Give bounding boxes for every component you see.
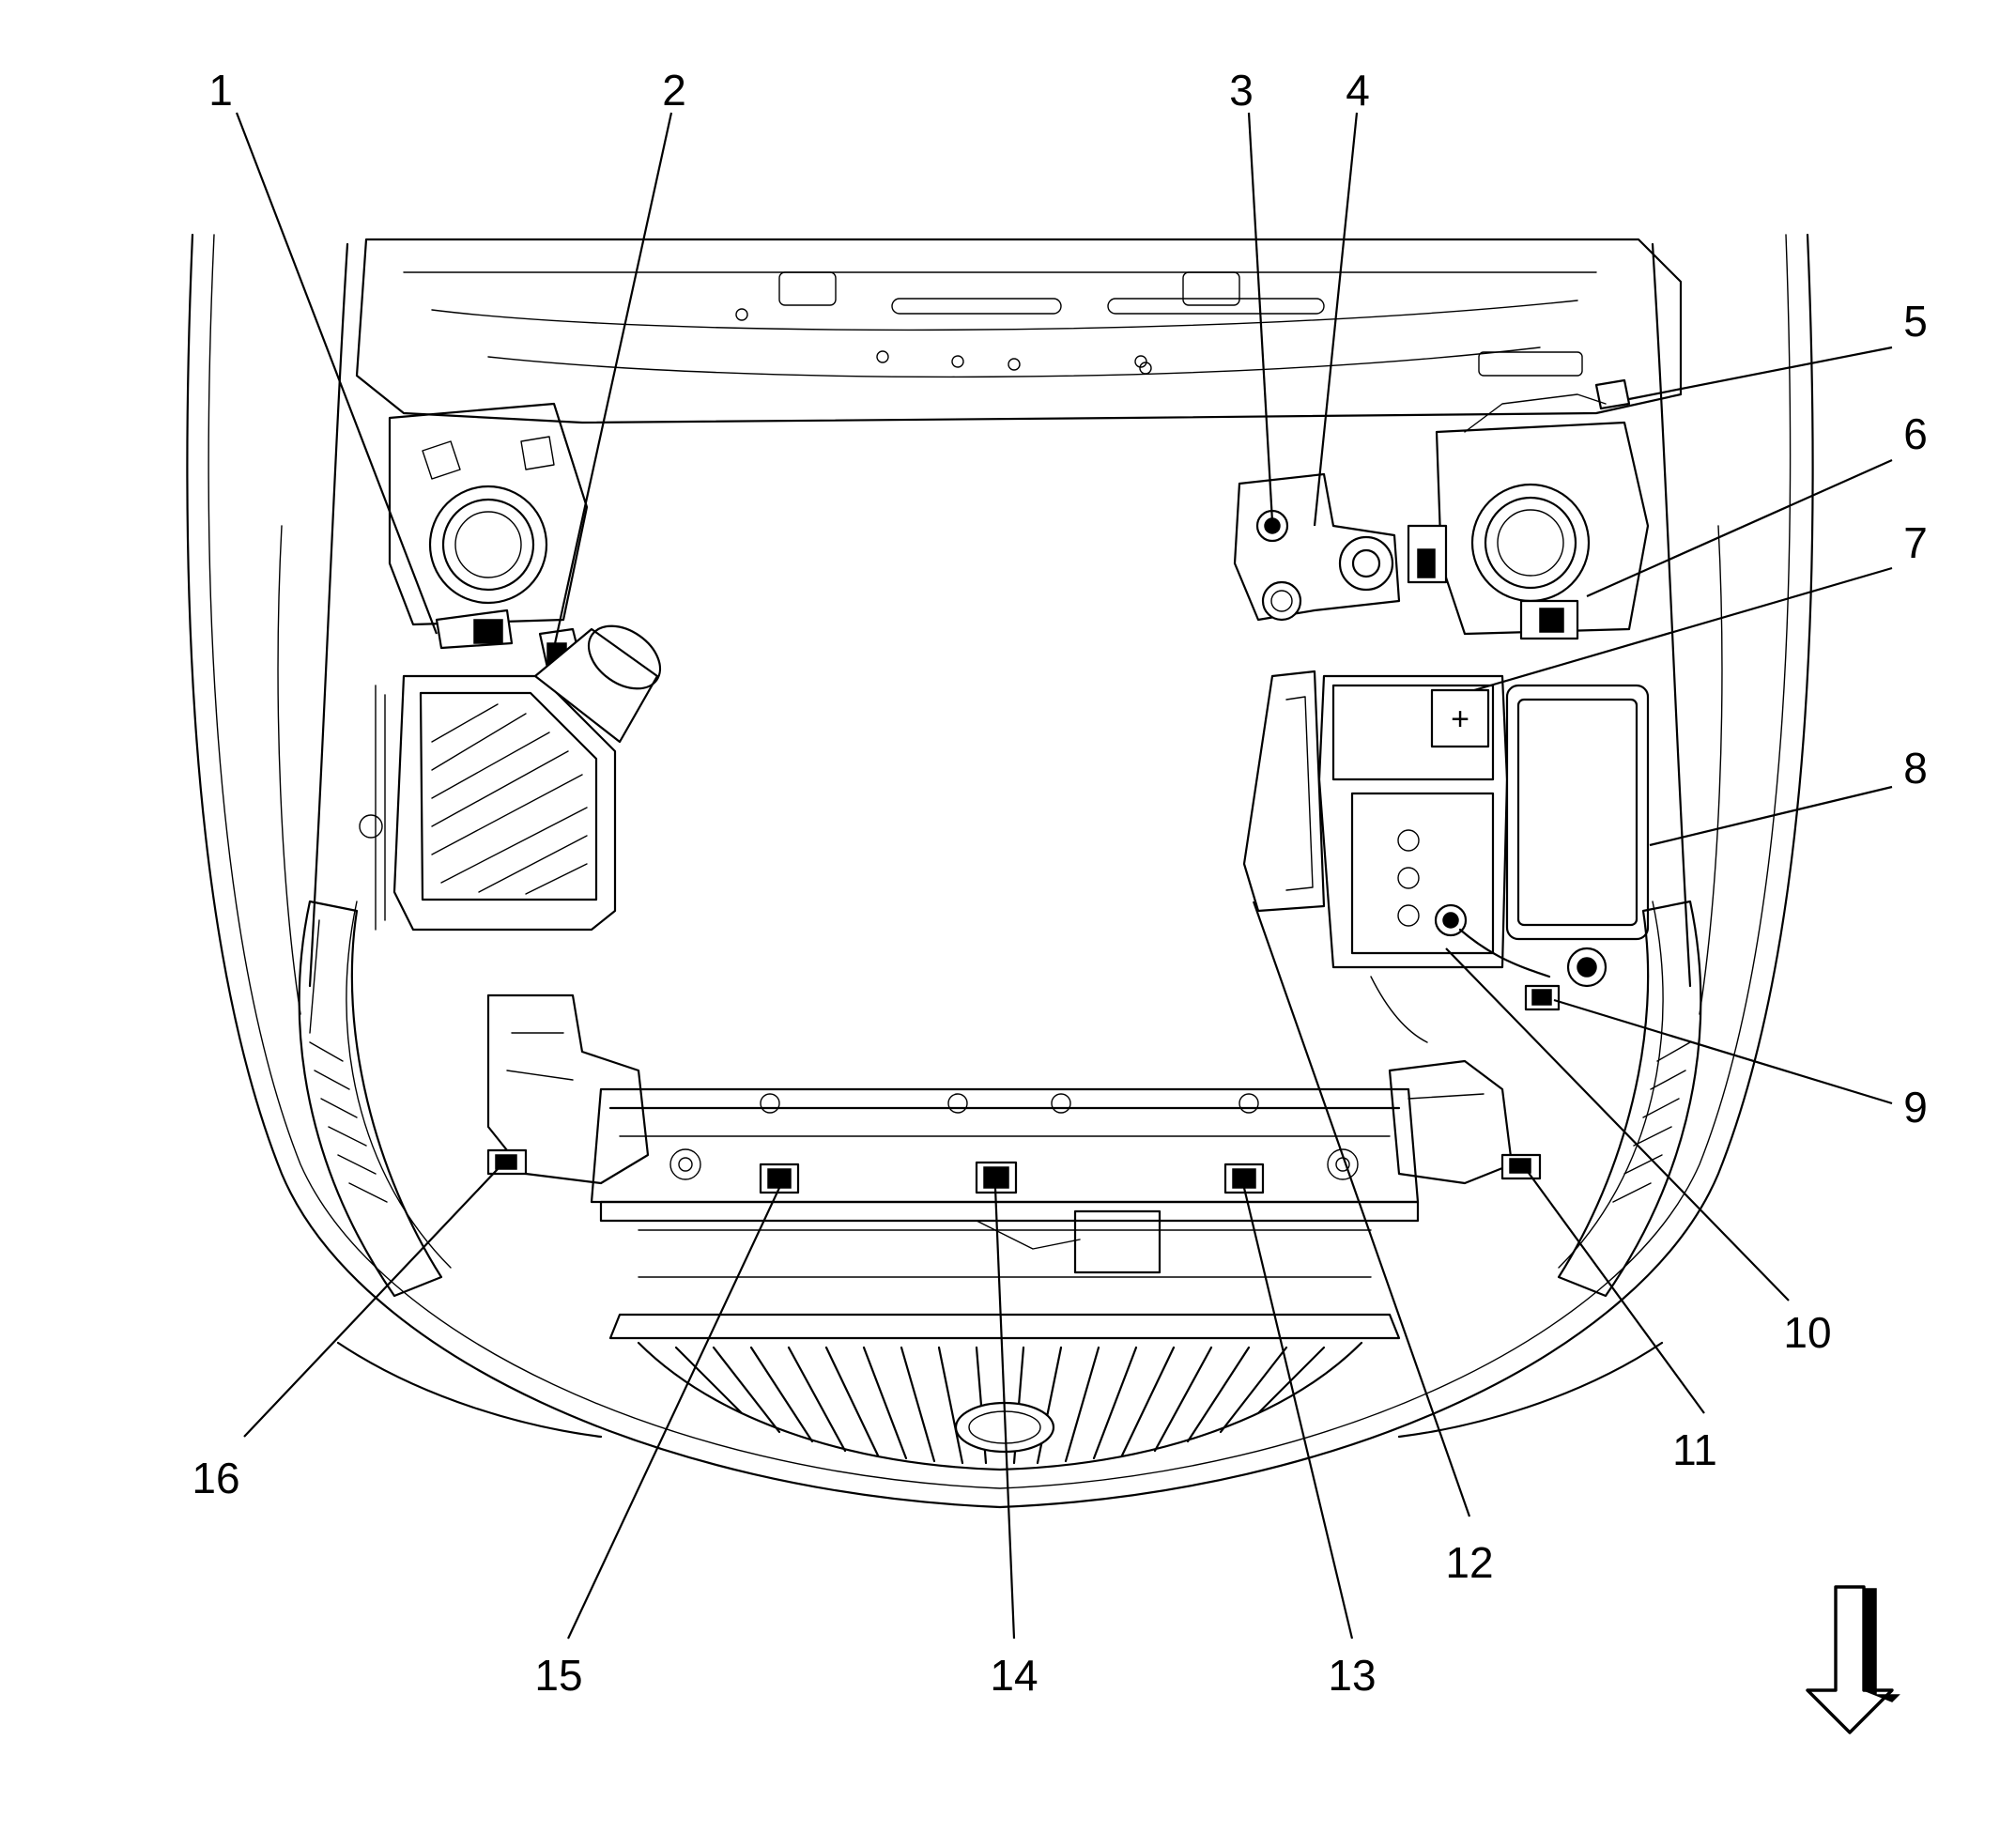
right-fascia-grille [1397,900,1702,1439]
callout-leaders [235,112,1893,1640]
leader-6 [1586,458,1893,598]
leader-9 [1553,998,1893,1105]
battery-positive-symbol: + [1451,701,1469,737]
leader-3 [1247,112,1274,522]
callout-16: 16 [192,1454,239,1502]
leader-13 [1242,1187,1354,1640]
callout-13: 13 [1328,1651,1376,1700]
leader-16 [243,1168,499,1438]
vehicle-body-outline [186,233,1814,1509]
left-fascia-grille [298,900,603,1439]
callout-7: 7 [1903,518,1928,567]
left-strut-tower [388,402,589,626]
callout-2: 2 [662,66,686,115]
callout-3: 3 [1229,66,1254,115]
leader-4 [1313,112,1359,527]
right-frame-rail [1370,901,1664,1269]
leader-8 [1649,785,1893,847]
callout-15: 15 [534,1651,582,1700]
leader-12 [1252,901,1471,1517]
leader-15 [567,1187,780,1640]
radiator-support [590,1087,1420,1274]
down-arrow-icon [1806,1585,1900,1734]
callout-14: 14 [990,1651,1038,1700]
leader-10 [1445,947,1790,1301]
callout-8: 8 [1903,744,1928,793]
right-strut-tower [1435,421,1650,640]
right-upper-components [1233,378,1631,622]
leader-11 [1525,1168,1705,1414]
battery-and-fuse-block: + [1242,670,1650,1011]
callout-6: 6 [1903,409,1928,458]
callout-1: 1 [208,66,233,115]
callout-11: 11 [1672,1425,1717,1474]
leader-7 [1473,566,1893,692]
leader-1 [235,112,438,635]
callout-12: 12 [1445,1538,1493,1587]
leader-2 [552,112,673,649]
leader-5 [1628,346,1893,401]
callout-4: 4 [1346,66,1370,115]
callout-labels: 1 2 3 4 5 6 7 8 9 10 11 12 13 14 15 16 [192,66,1927,1700]
callout-10: 10 [1783,1308,1831,1357]
callout-9: 9 [1903,1083,1928,1132]
callout-5: 5 [1903,297,1928,346]
air-cleaner-housing [359,624,662,932]
leader-14 [993,1187,1016,1640]
cowl-panel [355,238,1683,424]
left-frame-rail [309,901,650,1269]
left-sensor-connectors [435,608,584,678]
